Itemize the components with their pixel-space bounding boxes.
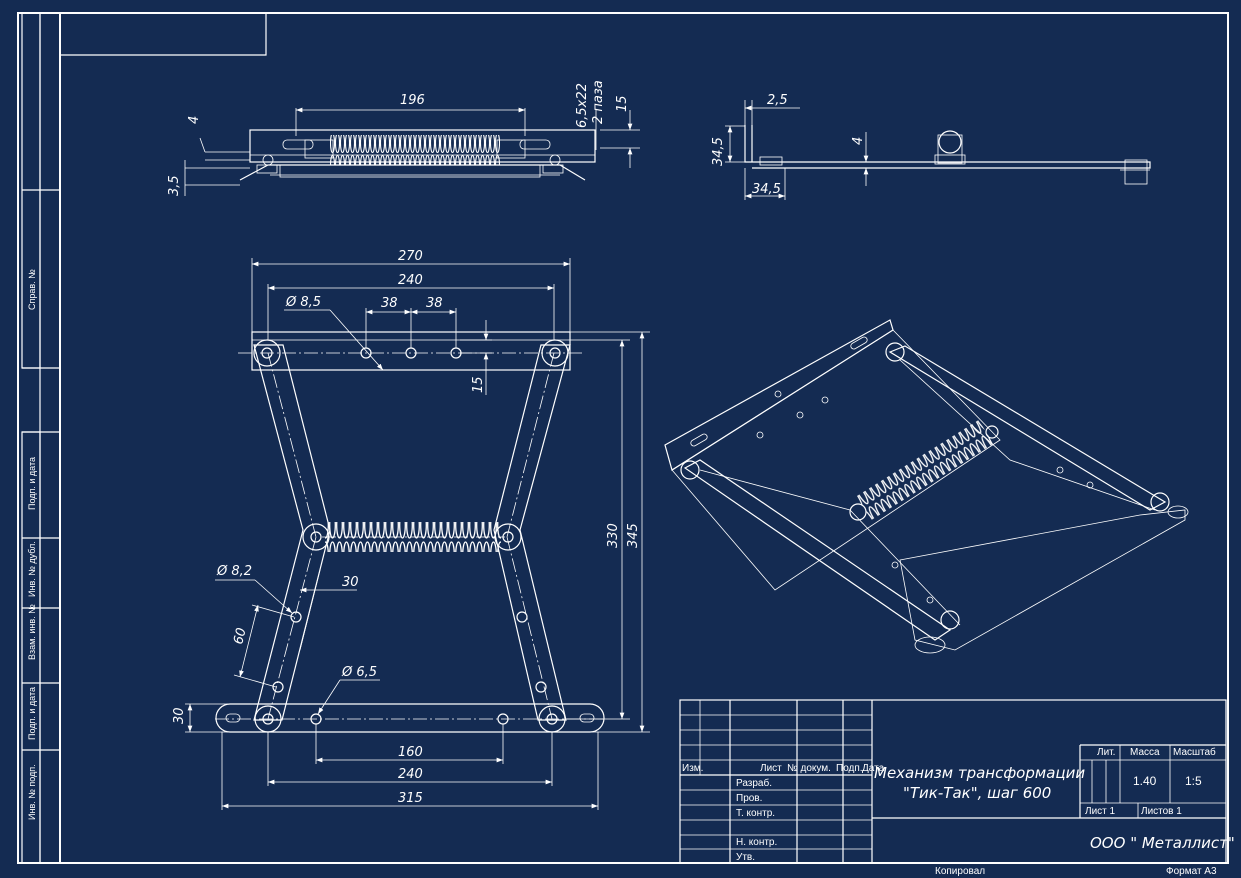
label-podp-data-2: Подп. и дата [27,687,37,740]
label-vzam-inv: Взам. инв. № [27,604,37,660]
dim-30-bottom: 30 [172,707,187,724]
tb-format: Формат А3 [1166,866,1217,877]
tb-razrab: Разраб. [736,777,772,789]
dim-dia-6-5: Ø 6,5 [341,665,377,680]
tb-title-line2: "Тик-Так", шаг 600 [903,784,1051,802]
dim-330: 330 [606,523,621,548]
side-view: 2,5 34,5 4 34,5 [711,93,1151,200]
dim-dia-8-2: Ø 8,2 [216,564,252,579]
tb-sheets: Листов 1 [1141,806,1182,817]
dim-34-5-horizontal: 34,5 [752,182,781,197]
tb-list: Лист [760,763,782,774]
tb-title-line1: Механизм трансформации [874,764,1085,782]
front-view: 270 240 Ø 8,5 38 38 15 330 345 Ø 8,2 30 [172,249,650,810]
dim-38-left: 38 [381,296,398,311]
label-podp-data-1: Подп. и дата [27,457,37,510]
tb-company: ООО " Металлист" [1090,834,1235,852]
dim-15-front: 15 [471,376,486,393]
dim-270: 270 [398,249,423,264]
dim-2-5: 2,5 [767,93,788,108]
tb-tkontr: Т. контр. [736,808,775,819]
dim-slot: 6,5x22 [575,83,590,128]
dim-4-side: 4 [851,137,866,145]
tb-izm: Изм. [682,763,703,774]
dim-2-slots: 2 паза [591,80,606,124]
top-view: 196 4 3,5 6,5x22 2 паза 15 [167,80,640,196]
tb-utv: Утв. [736,852,755,863]
dim-240-top: 240 [398,273,423,288]
tb-podp: Подп. [836,763,863,774]
dim-dia-8-5: Ø 8,5 [285,295,321,310]
dim-160: 160 [398,745,423,760]
tb-sheet: Лист 1 [1085,806,1116,817]
label-inv-dubl: Инв. № дубл. [27,541,37,597]
tb-prov: Пров. [736,793,762,804]
label-sprav: Справ. № [27,269,37,310]
sheet-frame [17,12,1229,864]
side-strip-labels: Справ. № Подп. и дата Инв. № дубл. Взам.… [27,269,37,820]
tb-data: Дата [862,763,885,774]
tb-kopiroval: Копировал [935,866,985,877]
tb-massa: Масса [1130,747,1160,758]
dim-60: 60 [231,626,249,645]
tb-masshtab: Масштаб [1173,746,1216,758]
dim-240-bottom: 240 [398,767,423,782]
dim-4: 4 [187,116,202,124]
tb-lit: Лит. [1097,747,1115,758]
dim-34-5-vertical: 34,5 [711,137,726,166]
dim-15-top: 15 [615,95,630,112]
dim-30-arm: 30 [342,575,359,590]
dim-345: 345 [626,523,641,548]
tb-scale-value: 1:5 [1185,774,1202,788]
tb-mass-value: 1.40 [1133,774,1157,788]
dim-3-5: 3,5 [167,175,182,196]
dim-315: 315 [398,791,423,806]
dim-196: 196 [400,93,425,108]
label-inv-podp: Инв. № подп. [27,764,37,820]
isometric-view [664,319,1189,654]
tb-ndoc: № докум. [787,763,831,774]
dim-38-right: 38 [426,296,443,311]
title-block: Изм. Лист № докум. Подп. Дата Разраб. Пр… [679,699,1235,877]
tb-nkontr: Н. контр. [736,837,777,848]
